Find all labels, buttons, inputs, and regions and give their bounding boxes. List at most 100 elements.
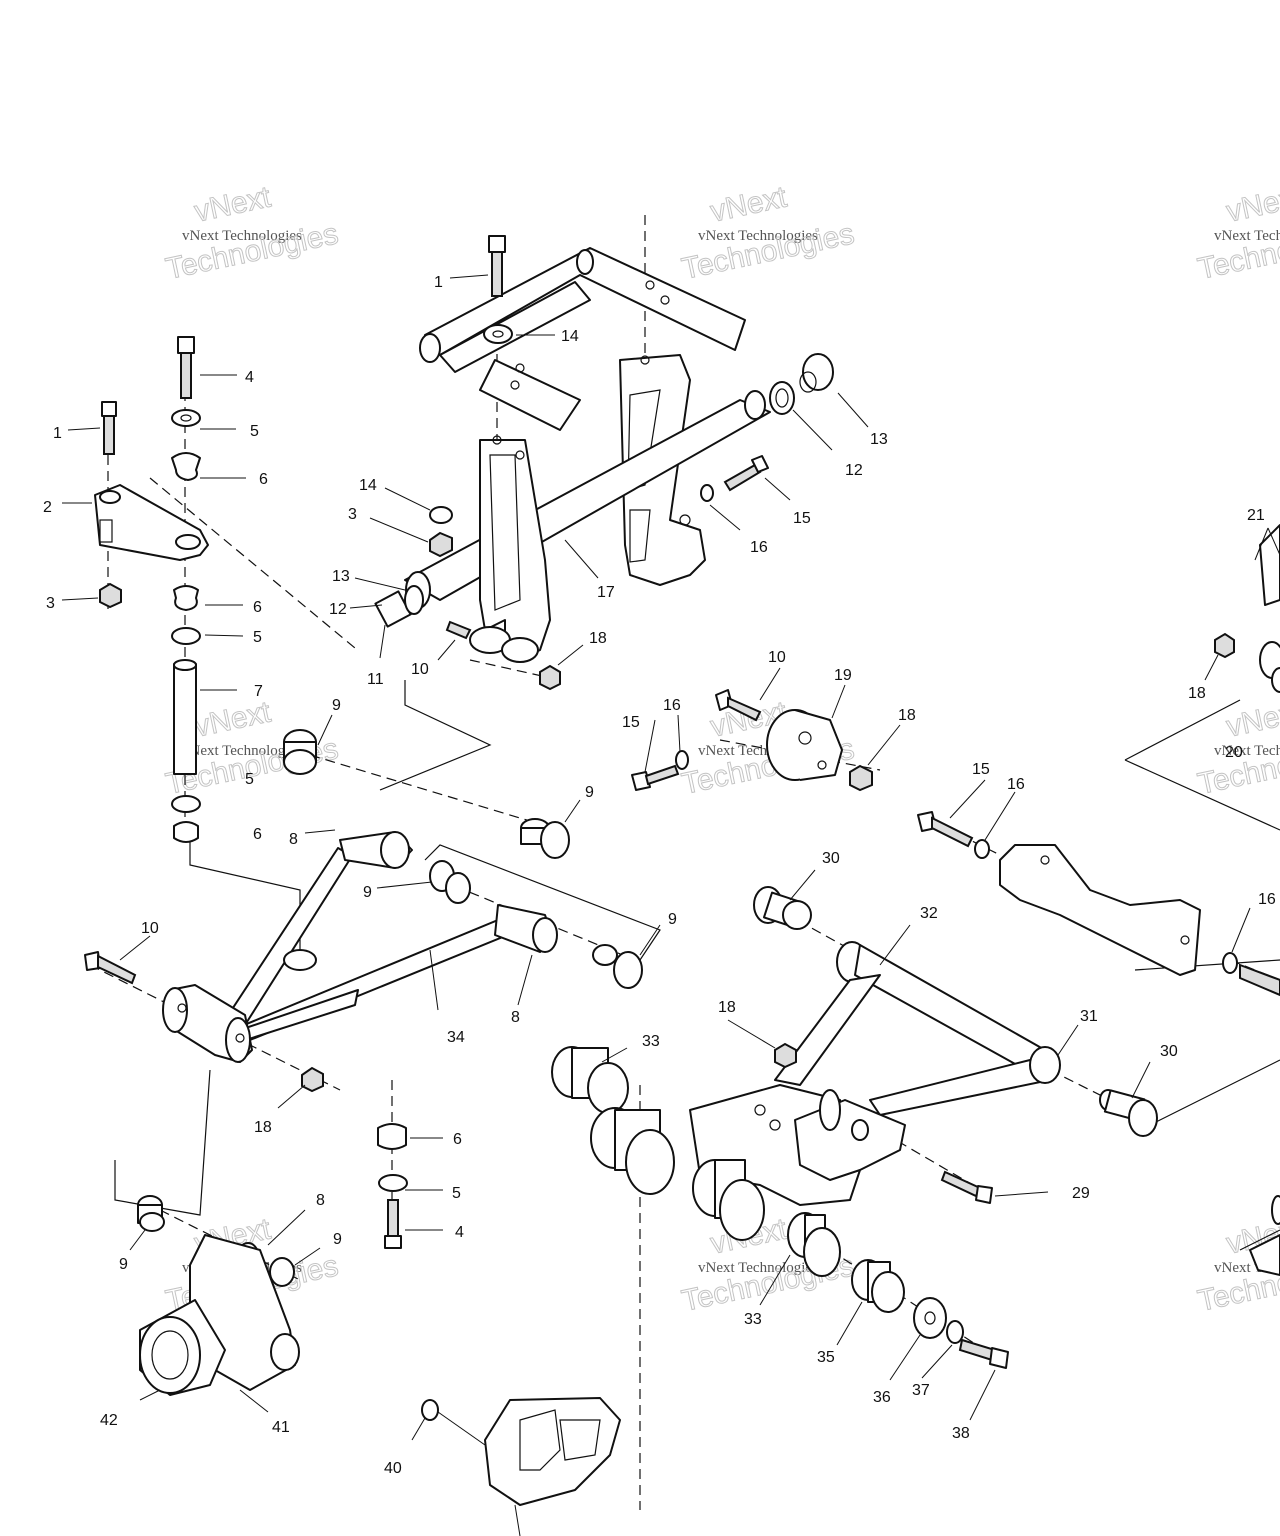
callout-16-far-right: 16 [1258,891,1276,908]
screw-40 [421,1399,486,1446]
bushing-30-right [1099,1089,1158,1137]
washer-5-d [378,1174,408,1192]
callout-3-mid: 3 [348,506,357,523]
right-edge-partials [1214,524,1280,1276]
callout-30-left: 30 [822,850,840,867]
upper-control-arm-34 [224,831,661,1046]
callout-33-bottom: 33 [744,1311,762,1328]
bushing-large-b [692,1159,765,1241]
nut-18-left [301,1066,324,1093]
callout-8-a: 8 [289,831,298,848]
callout-9-e: 9 [119,1256,128,1273]
bushing-9-c [429,860,471,904]
bolt-10-left [84,951,137,985]
bolt-1-left [101,401,117,455]
bushing-33-bottom [787,1212,841,1277]
watermark-text: vNext [708,180,791,228]
callout-6-d: 6 [453,1131,462,1148]
bolt-15-top [723,455,769,492]
nut-3-left [99,582,122,609]
callout-20: 20 [1225,744,1243,761]
callout-15-top: 15 [793,510,811,527]
bolt-4-bottom [384,1199,402,1249]
callout-35: 35 [817,1349,835,1366]
watermark-tl: vNext vNext Technologies Technologies [162,180,341,287]
nut-18-center [849,764,873,792]
callout-17: 17 [597,584,615,601]
callout-41: 41 [272,1419,290,1436]
washer-14-top [483,324,513,344]
bushing-6-c [173,821,199,843]
callout-40: 40 [384,1460,402,1477]
bushing-9-a [283,729,317,775]
callout-9-c: 9 [363,884,372,901]
watermark-text: vNext [1224,695,1280,743]
washer-16-top [700,484,714,502]
leader-lines [61,274,1280,1441]
washer-16-far-right [1222,952,1280,997]
bushing-large-a [590,1107,675,1195]
watermark-text: vNext Technologies [1214,228,1280,244]
callout-29: 29 [1072,1185,1090,1202]
callout-32: 32 [920,905,938,922]
callout-37: 37 [912,1382,930,1399]
callout-16-top: 16 [750,539,768,556]
bushing-13-left [404,585,424,615]
callout-6-b: 6 [253,599,262,616]
bushing-6-b [173,585,199,611]
callout-12-right: 12 [845,462,863,479]
watermark-text: vNext [192,695,275,743]
steering-arm [469,435,551,663]
callout-33-top: 33 [642,1033,660,1050]
callout-13-left: 13 [332,568,350,585]
bolt-29 [940,1170,993,1204]
callout-38: 38 [952,1425,970,1442]
callout-18-lower: 18 [718,999,736,1016]
watermark-text: vNext [1224,180,1280,228]
bushing-9-d [592,944,643,989]
callout-11: 11 [367,671,384,688]
watermark-tr: vNext vNext Technologies Technologies [1194,180,1280,287]
bushing-33-top [551,1046,629,1114]
callout-5-b: 5 [253,629,262,646]
nut-3-mid [429,531,453,558]
callout-10-center: 10 [768,649,786,666]
callout-14-left: 14 [359,477,377,494]
callout-30-right: 30 [1160,1043,1178,1060]
bolt-15-right [917,811,974,848]
callout-15-right: 15 [972,761,990,778]
callout-8-b: 8 [511,1009,520,1026]
nut-18-top [539,664,561,691]
bolt-4-top [177,336,195,399]
callout-19: 19 [834,667,852,684]
callout-12-left: 12 [329,601,347,618]
bolt-1-top [488,235,506,297]
callout-4-bottom: 4 [455,1224,464,1241]
hub-42 [139,1299,226,1396]
watermark-text: vNext Technologies [182,743,302,759]
callout-1-top: 1 [434,274,443,291]
washer-14-left [429,506,453,524]
clamp-19 [766,709,843,781]
callout-9-a: 9 [332,697,341,714]
bushing-9-b [520,818,570,859]
callout-6-a: 6 [259,471,268,488]
callout-9-d: 9 [668,911,677,928]
watermark-text: vNext Technologies [182,228,302,244]
washer-36 [913,1297,947,1339]
callout-7: 7 [254,683,263,700]
guard-bracket-39 [484,1397,621,1536]
callout-18-center: 18 [898,707,916,724]
watermark-tc: vNext vNext Technologies Technologies [678,180,857,287]
bushing-9-e [137,1195,165,1232]
frame-upper-tube [419,247,746,431]
callout-10-top: 10 [411,661,429,678]
bushing-30-left [753,886,812,930]
bolt-15-center [631,764,680,791]
callout-14-top: 14 [561,328,579,345]
callout-21: 21 [1247,507,1265,524]
washer-37 [946,1320,964,1344]
washer-5-b [171,627,201,645]
callout-labels: 1 1 2 3 3 4 4 5 5 5 5 6 6 6 6 7 8 8 8 9 … [43,274,1276,1477]
callout-15-center: 15 [622,714,640,731]
